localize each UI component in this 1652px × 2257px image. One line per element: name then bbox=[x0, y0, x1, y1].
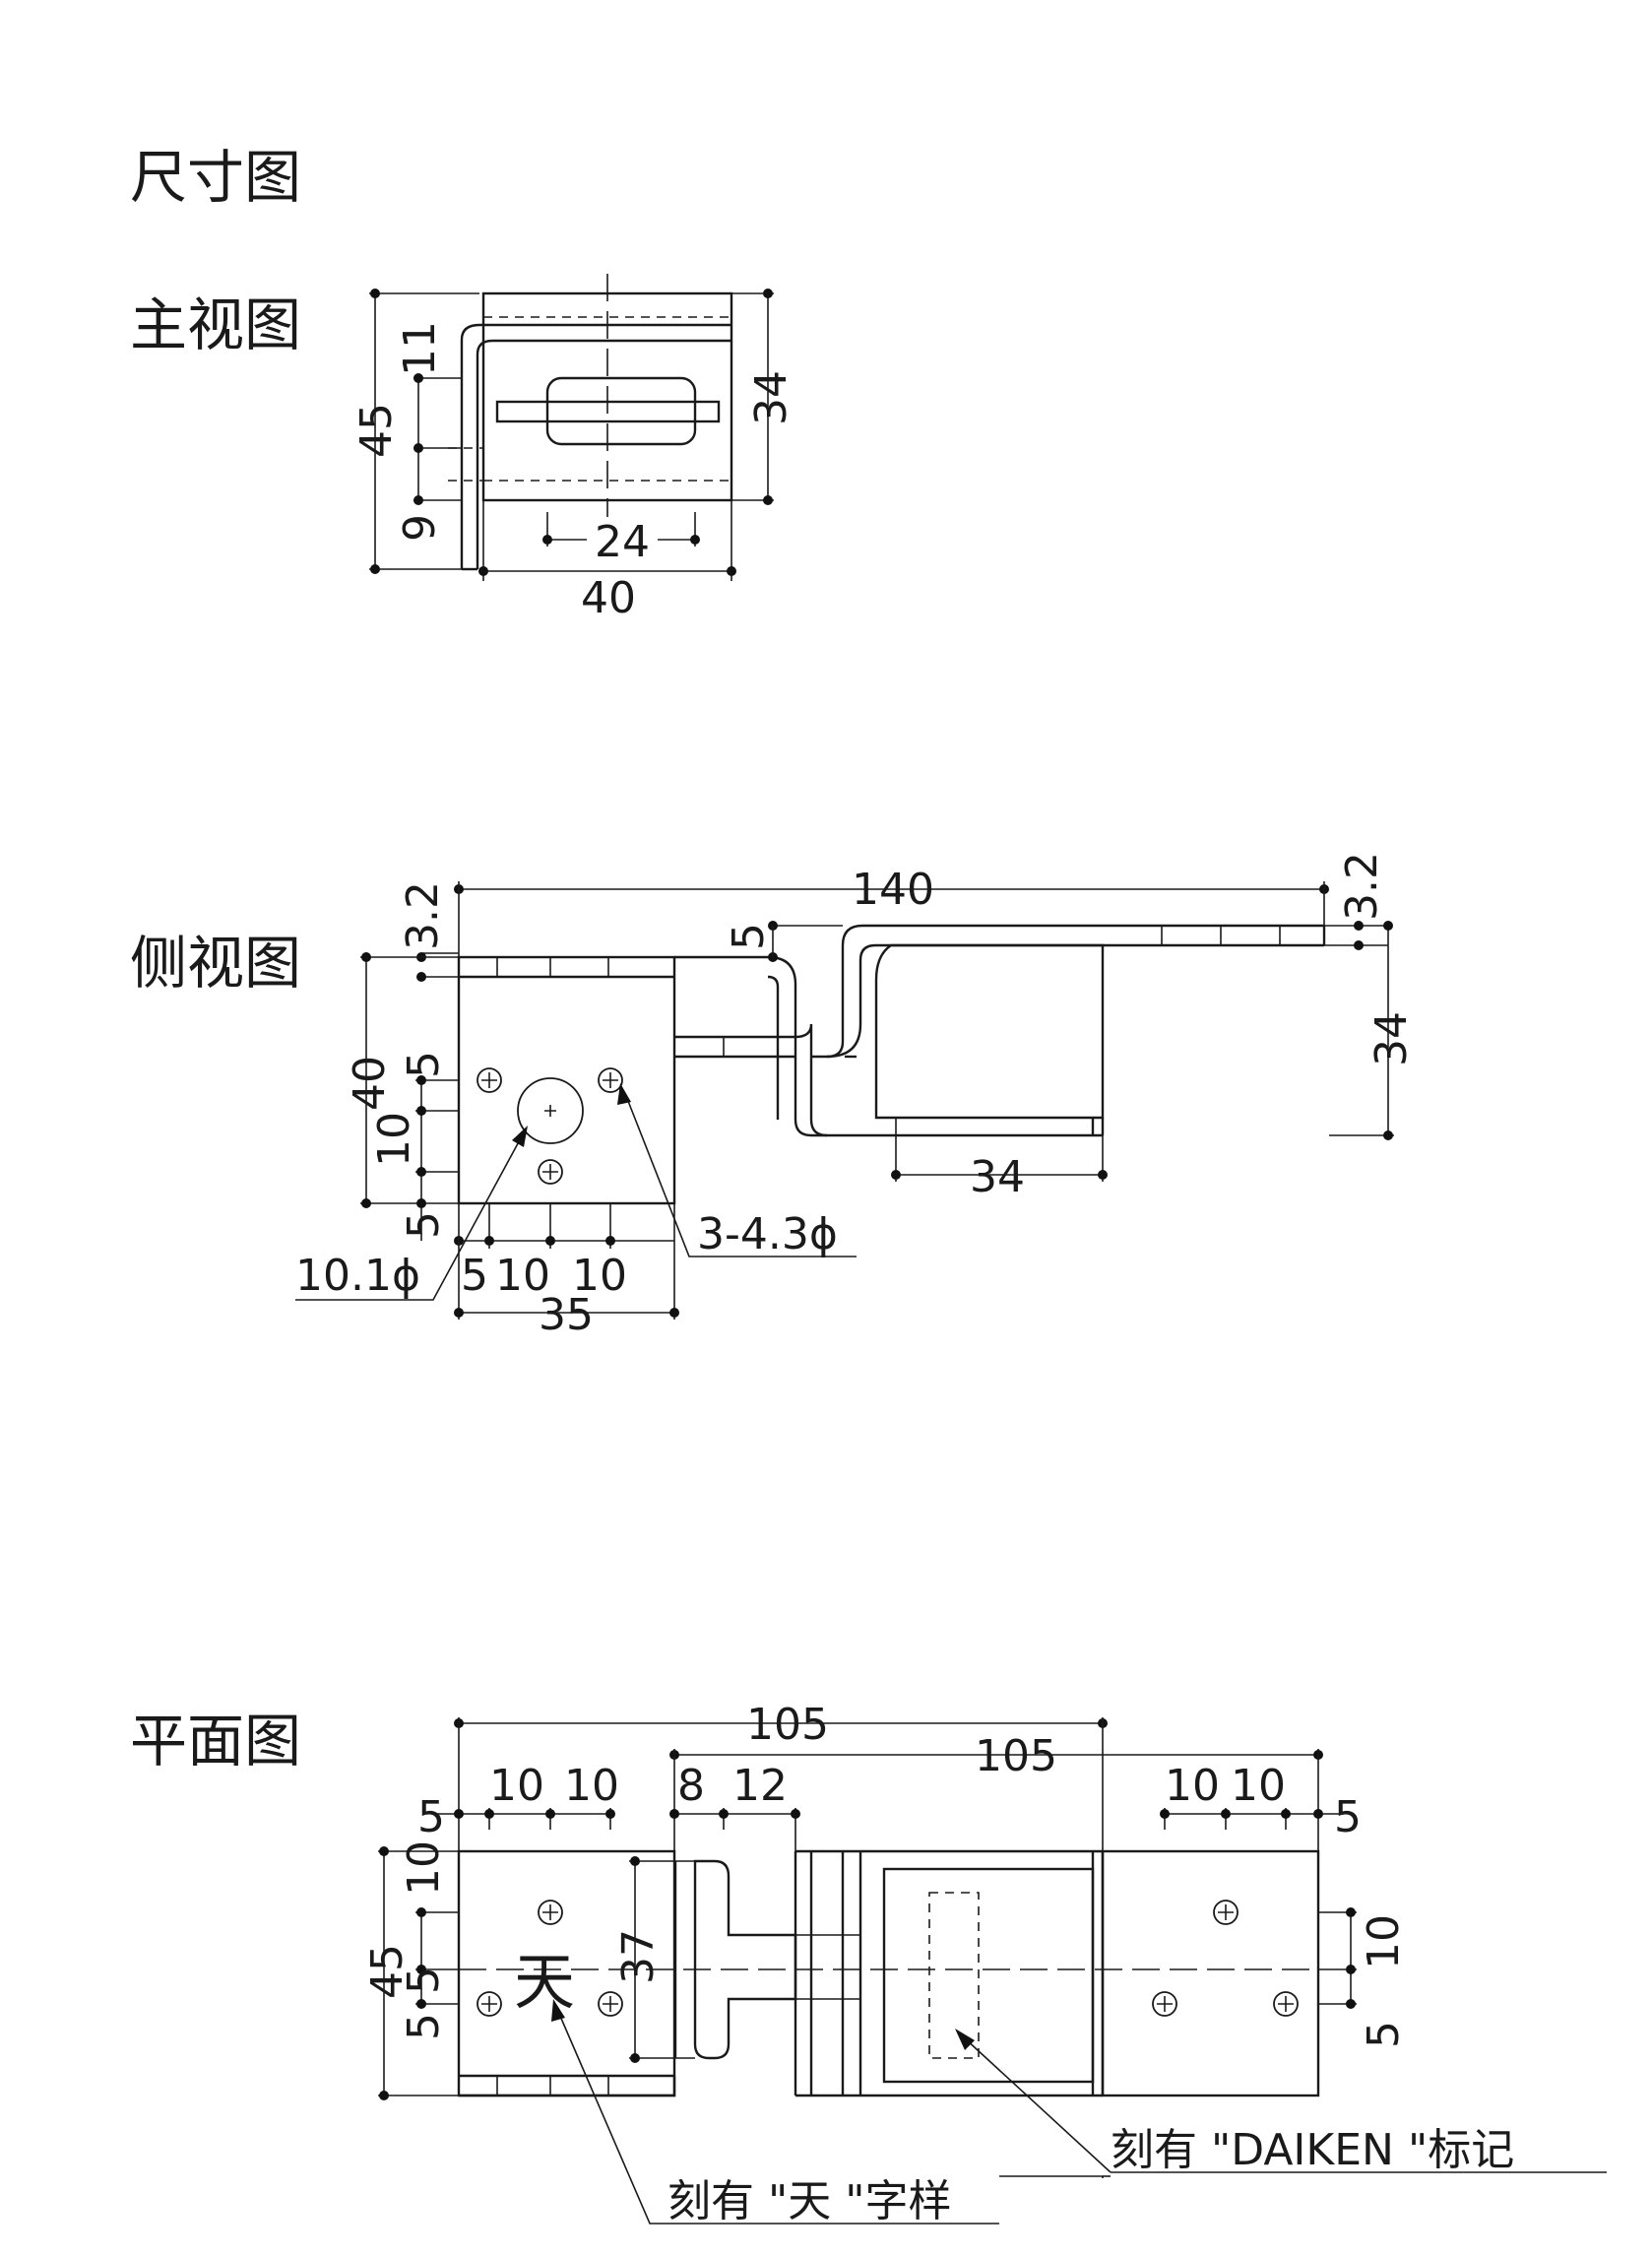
plan-view-part bbox=[457, 1849, 1320, 2097]
dim-plan-right-pitch1: 10 bbox=[1165, 1761, 1220, 1811]
dim-plan-top-offset: 10 bbox=[399, 1840, 449, 1896]
dim-plan-right-margin: 5 bbox=[1334, 1792, 1362, 1842]
dim-side-width: 35 bbox=[539, 1290, 594, 1340]
dim-plan-width: 45 bbox=[362, 1944, 413, 1999]
side-view: 侧视图 bbox=[130, 852, 1417, 1340]
page-title: 尺寸图 bbox=[130, 144, 301, 211]
front-view-title: 主视图 bbox=[130, 291, 301, 358]
plan-view: 平面图 bbox=[130, 1700, 1607, 2226]
engraving-char: 天 bbox=[514, 1946, 575, 2018]
dim-front-9: 9 bbox=[395, 514, 445, 542]
dim-side-length: 140 bbox=[852, 865, 934, 915]
dim-plan-right-bottom: 5 bbox=[1359, 2021, 1409, 2048]
dim-front-40: 40 bbox=[581, 573, 636, 623]
dim-plan-mid-pitch2: 12 bbox=[732, 1761, 788, 1811]
dim-front-11: 11 bbox=[395, 321, 445, 376]
dim-plan-slot-length: 37 bbox=[613, 1929, 664, 1984]
dim-side-wood-height: 34 bbox=[1366, 1011, 1417, 1066]
dim-side-bottom-margin: 5 bbox=[399, 1211, 449, 1239]
side-view-part bbox=[457, 924, 1326, 1205]
dim-side-hole-x3: 10 bbox=[572, 1251, 627, 1301]
dim-plan-overall-right: 105 bbox=[975, 1731, 1057, 1781]
plan-view-dimensions bbox=[378, 1717, 1607, 2225]
dim-plan-overall-left: 105 bbox=[746, 1700, 829, 1750]
note-tian: 刻有 "天 "字样 bbox=[667, 2176, 951, 2226]
label-small-holes: 3-4.3ϕ bbox=[697, 1209, 838, 1259]
dim-side-thickness-left: 3.2 bbox=[398, 881, 448, 950]
front-view-part bbox=[448, 274, 733, 571]
note-daiken: 刻有 "DAIKEN "标记 bbox=[1111, 2125, 1514, 2175]
dim-plan-right-top: 10 bbox=[1359, 1914, 1409, 1969]
dim-plan-left-pitch1: 10 bbox=[489, 1761, 544, 1811]
dim-front-24: 24 bbox=[595, 517, 650, 567]
dim-side-height: 40 bbox=[345, 1056, 395, 1111]
dim-side-offset: 5 bbox=[724, 923, 774, 950]
front-view-dimensions bbox=[369, 289, 774, 581]
dim-plan-centre-offset: 5 bbox=[399, 1967, 449, 1994]
dim-side-thickness-right: 3.2 bbox=[1337, 852, 1387, 921]
dim-side-hole-x1: 5 bbox=[461, 1251, 488, 1301]
side-view-title: 侧视图 bbox=[130, 930, 301, 997]
dim-side-wood-width: 34 bbox=[970, 1152, 1025, 1202]
plan-view-title: 平面图 bbox=[130, 1708, 301, 1774]
dim-side-hole-pitch: 10 bbox=[369, 1112, 419, 1167]
dim-plan-right-pitch2: 10 bbox=[1231, 1761, 1286, 1811]
dim-plan-mid-pitch1: 8 bbox=[677, 1761, 705, 1811]
dim-plan-left-margin: 5 bbox=[417, 1792, 445, 1842]
front-view: 主视图 bbox=[130, 274, 796, 623]
dim-side-hole-x2: 10 bbox=[495, 1251, 550, 1301]
label-large-hole: 10.1ϕ bbox=[295, 1251, 420, 1301]
dim-side-top-margin: 5 bbox=[399, 1051, 449, 1078]
dim-plan-left-pitch2: 10 bbox=[564, 1761, 619, 1811]
dim-front-45: 45 bbox=[351, 403, 402, 458]
dim-front-34: 34 bbox=[746, 370, 796, 425]
dim-plan-bottom-offset: 5 bbox=[399, 2013, 449, 2040]
side-view-dimensions bbox=[295, 881, 1394, 1320]
